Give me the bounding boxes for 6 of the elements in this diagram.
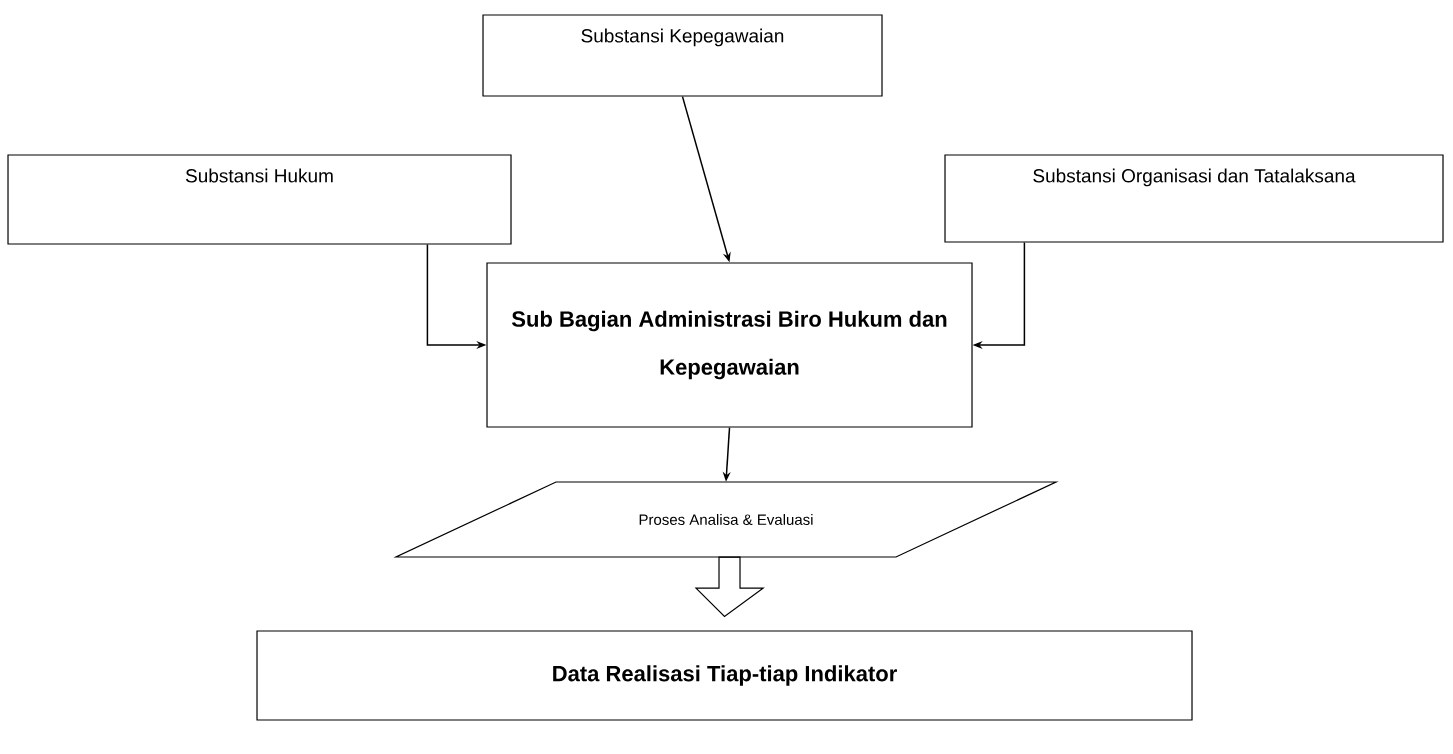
process-box: Data Realisasi Tiap-tiap Indikator — [256, 630, 1193, 721]
process-box: Substansi Kepegawaian — [482, 14, 883, 97]
process-box: Substansi Hukum — [7, 154, 512, 245]
block-arrow — [694, 556, 765, 618]
process-box: Sub Bagian Administrasi Biro Hukum dan Kepegawaian — [486, 262, 973, 428]
process-box: Substansi Organisasi dan Tatalaksana — [944, 154, 1444, 243]
